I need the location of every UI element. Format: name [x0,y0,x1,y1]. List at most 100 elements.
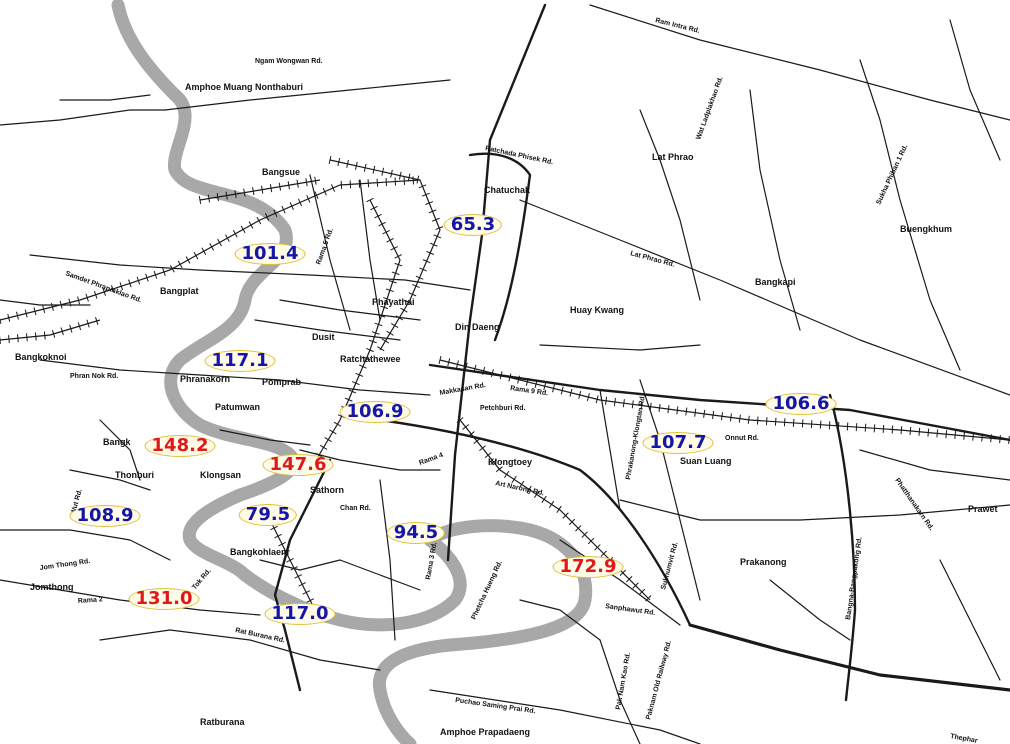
railway-tie [712,411,715,420]
railway-tie [25,333,28,342]
road-label-phetburi: Petchburi Rd. [480,405,526,412]
railway-tie [43,331,46,340]
railway-tie [431,217,440,222]
railway-tie [0,317,2,325]
railway-tie [51,329,56,338]
label-ratchathewee: Ratchathewee [340,354,401,364]
railway-tie [426,250,435,255]
railway-tie [337,157,341,166]
railway-tie [111,285,115,294]
railway-tie [359,364,367,369]
railway-tie [85,293,89,302]
railway-tie [8,335,10,344]
railway-tie [314,176,317,185]
railway-tie [201,247,207,255]
railway-tie [296,179,299,188]
label-prakanong: Prakanong [740,557,787,567]
road-label-phrakanong-klongtan: Phrakanong-Klongtan Rd. [625,394,647,480]
railway-tie [274,533,282,539]
railway-tie [676,406,679,415]
railway-tie [503,470,510,479]
railway-tie [638,588,646,596]
railway-tie [386,330,394,336]
label-chatuchak: Chatuchak [484,185,531,195]
railway-tie [59,300,63,309]
railway-tie [273,209,278,218]
railway-tie [738,414,741,423]
railway-tie [398,171,402,180]
railway-tie [377,346,385,352]
railway-tie [464,362,468,371]
label-bangsue: Bangsue [262,167,300,177]
value-label-rat-burana: 117.0 [264,603,336,625]
railway-tie [801,419,804,428]
railway-tie [119,282,124,291]
railway-tie [819,420,822,429]
railway-tie [499,371,503,380]
railway-tie [366,348,374,353]
railway-tie [421,192,430,197]
railway-tie [456,360,459,369]
railway-tie [645,595,652,602]
railway-tie [216,193,219,202]
railway-tie [632,582,639,589]
railway-tie [562,512,569,519]
railway-tie [864,423,867,432]
railway-tie [649,402,652,411]
railway-tie [388,280,397,284]
railway-tie [169,264,175,273]
railway-tie [560,386,564,395]
railway-tie [370,205,378,211]
railway-tie [586,393,590,402]
railway-tie [581,531,588,538]
railway-tie [416,175,420,184]
railway-tie [162,268,166,276]
railway-tie [34,332,37,341]
railway-tie [729,413,732,422]
railway-tie [490,369,494,378]
label-buengkhum: Buengkhum [900,224,952,234]
railway-tie [69,324,73,333]
label-din-daeng: Din Daeng [455,322,500,332]
railway-tie [412,283,420,289]
railway-tie [366,197,374,203]
railway-tie [305,178,308,187]
label-bangkapi: Bangkapi [755,277,796,287]
railway-tie [508,373,512,382]
label-phranakorn: Phranakorn [180,374,230,384]
railway-tie [248,221,254,229]
railway-tie [404,299,413,305]
railway-tie [685,407,688,416]
railway-tie [604,396,608,405]
railway-tie [381,167,385,176]
label-lat-phrao: Lat Phrao [652,152,694,162]
railway-tie [936,429,939,438]
railway-tie [378,221,386,227]
railway-tie [626,576,633,583]
label-amphoe-muang-nonthaburi: Amphoe Muang Nonthaburi [185,82,303,92]
railway-tie [128,279,132,288]
road-label-sanphawut: Sanphawut Rd. [605,603,656,617]
railway-tie [810,420,813,429]
place-labels: Amphoe Muang Nonthaburi Bangsue Bangplat… [15,82,998,737]
road-label-pattanakan: Phatthanakarn Rd. [893,477,934,532]
railway-tie [374,322,383,327]
railway-tie [783,418,786,427]
railway-tie [619,569,627,577]
road-label-chan: Chan Rd. [340,505,371,512]
railway-tie [927,428,930,437]
railway-tie [50,302,54,311]
value-label-bangsue: 101.4 [234,243,306,265]
railway-tie [511,475,517,484]
railway-tie [419,267,427,272]
railway-tie [93,290,98,299]
railway-tie [306,598,315,603]
railway-tie [207,194,211,203]
railway-tie [209,243,215,251]
railway-tie [136,276,141,285]
railway-tie [891,425,894,434]
railway-tie [289,202,294,210]
railway-tie [395,315,403,321]
railway-tie [855,423,858,432]
railway-tie [17,334,19,343]
